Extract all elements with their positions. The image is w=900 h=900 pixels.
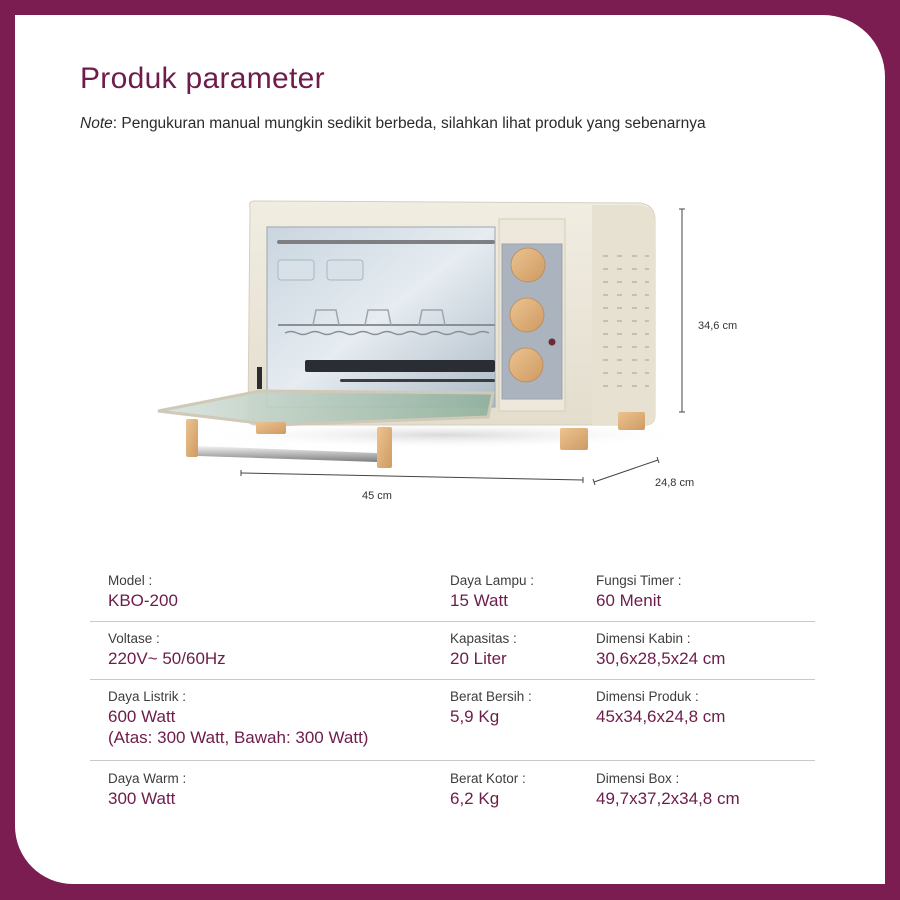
note-text: : Pengukuran manual mungkin sedikit berb…	[112, 115, 706, 132]
spec-gross-weight: Berat Kotor : 6,2 Kg	[450, 770, 526, 809]
spec-label: Kapasitas :	[450, 631, 517, 646]
spec-value: 6,2 Kg	[450, 789, 500, 808]
product-card: Produk parameter Note: Pengukuran manual…	[15, 15, 885, 884]
spec-value: 5,9 Kg	[450, 707, 500, 726]
spec-value-detail: (Atas: 300 Watt, Bawah: 300 Watt)	[108, 728, 369, 747]
spec-value: 60 Menit	[596, 591, 662, 610]
page-title: Produk parameter	[80, 62, 325, 95]
knob-function	[509, 297, 545, 333]
measurement-note: Note: Pengukuran manual mungkin sedikit …	[80, 115, 706, 133]
spec-label: Daya Warm :	[108, 771, 187, 786]
toaster-oven-illustration	[157, 200, 695, 486]
spec-value: 30,6x28,5x24 cm	[596, 649, 726, 668]
product-figure: 34,6 cm 45 cm 24,8 cm	[15, 15, 885, 535]
spec-label: Voltase :	[108, 631, 160, 646]
spec-value: 20 Liter	[450, 649, 507, 668]
spec-power: Daya Listrik : 600 Watt (Atas: 300 Watt,…	[108, 688, 368, 748]
spec-label: Dimensi Box :	[596, 771, 680, 786]
spec-value: 45x34,6x24,8 cm	[596, 707, 726, 726]
knob-temperature	[510, 247, 546, 283]
specs-row: Model : KBO-200 Daya Lampu : 15 Watt Fun…	[90, 567, 815, 622]
spec-label: Daya Lampu :	[450, 573, 535, 588]
spec-warm-power: Daya Warm : 300 Watt	[108, 770, 186, 809]
vent-column	[617, 255, 622, 387]
spec-timer: Fungsi Timer : 60 Menit	[596, 572, 682, 611]
specs-row: Voltase : 220V~ 50/60Hz Kapasitas : 20 L…	[90, 622, 815, 680]
note-prefix: Note	[80, 115, 113, 132]
spec-value: KBO-200	[108, 591, 178, 610]
spec-model: Model : KBO-200	[108, 572, 178, 611]
spec-label: Berat Bersih :	[450, 689, 532, 704]
spec-value: 600 Watt	[108, 707, 176, 726]
spec-product-dimension: Dimensi Produk : 45x34,6x24,8 cm	[596, 688, 725, 727]
specs-row: Daya Listrik : 600 Watt (Atas: 300 Watt,…	[90, 680, 815, 761]
spec-value: 15 Watt	[450, 591, 508, 610]
spec-cabin-dimension: Dimensi Kabin : 30,6x28,5x24 cm	[596, 630, 725, 669]
specs-table: Model : KBO-200 Daya Lampu : 15 Watt Fun…	[90, 567, 815, 821]
spec-label: Fungsi Timer :	[596, 573, 682, 588]
spec-capacity: Kapasitas : 20 Liter	[450, 630, 517, 669]
spec-label: Berat Kotor :	[450, 771, 526, 786]
width-dimension-label: 45 cm	[362, 490, 392, 502]
spec-label: Dimensi Kabin :	[596, 631, 691, 646]
spec-lamp-power: Daya Lampu : 15 Watt	[450, 572, 534, 611]
knob-timer	[508, 347, 544, 383]
spec-label: Model :	[108, 573, 153, 588]
height-dimension-label: 34,6 cm	[698, 320, 738, 332]
dimension-lines	[240, 208, 685, 486]
spec-net-weight: Berat Bersih : 5,9 Kg	[450, 688, 532, 727]
spec-label: Daya Listrik :	[108, 689, 187, 704]
spec-value: 220V~ 50/60Hz	[108, 649, 226, 668]
specs-row: Daya Warm : 300 Watt Berat Kotor : 6,2 K…	[90, 761, 815, 821]
spec-voltage: Voltase : 220V~ 50/60Hz	[108, 630, 226, 669]
spec-value: 49,7x37,2x34,8 cm	[596, 789, 740, 808]
depth-dimension-label: 24,8 cm	[655, 477, 695, 489]
spec-value: 300 Watt	[108, 789, 176, 808]
spec-label: Dimensi Produk :	[596, 689, 699, 704]
spec-box-dimension: Dimensi Box : 49,7x37,2x34,8 cm	[596, 770, 740, 809]
